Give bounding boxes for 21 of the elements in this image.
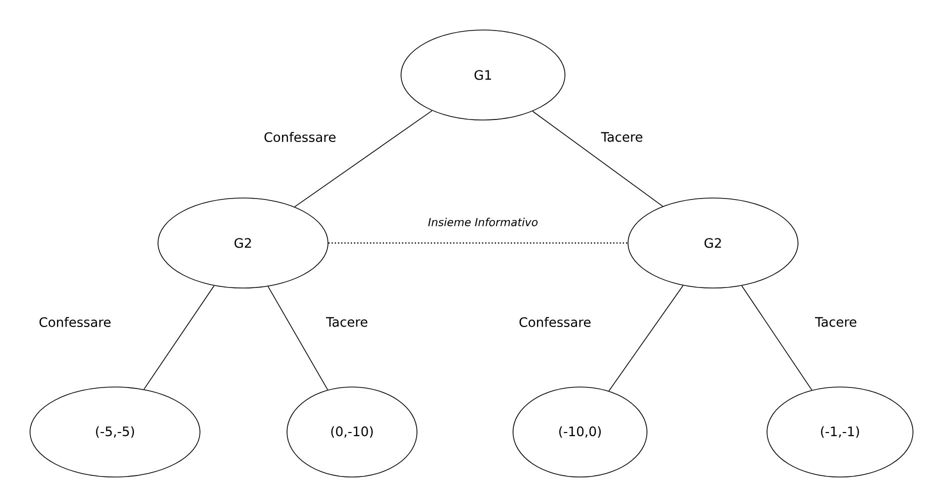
edge-label: Confessare bbox=[38, 316, 112, 328]
ellipse-node: G1 bbox=[400, 30, 566, 120]
ellipse-node: G2 bbox=[628, 198, 798, 288]
connector-line bbox=[268, 286, 328, 390]
edge-label: Confessare bbox=[518, 316, 592, 328]
connector-line bbox=[144, 285, 214, 390]
connector-line bbox=[532, 110, 664, 207]
edge-label: Tacere bbox=[325, 316, 369, 328]
ellipse-node: (-10,0) bbox=[512, 386, 648, 478]
edge-label: Insieme Informativo bbox=[426, 216, 540, 228]
connector-line bbox=[741, 285, 812, 390]
connector-line bbox=[294, 110, 432, 208]
connector-line bbox=[328, 242, 628, 244]
edge-label: Confessare bbox=[262, 130, 338, 144]
ellipse-node: (-1,-1) bbox=[766, 386, 914, 478]
ellipse-node: G2 bbox=[158, 198, 328, 288]
edge-label: Tacere bbox=[814, 316, 858, 328]
ellipse-node: (-5,-5) bbox=[30, 386, 200, 478]
edge-label: Tacere bbox=[600, 131, 644, 143]
connector-line bbox=[608, 285, 684, 392]
ellipse-node: (0,-10) bbox=[286, 386, 418, 478]
